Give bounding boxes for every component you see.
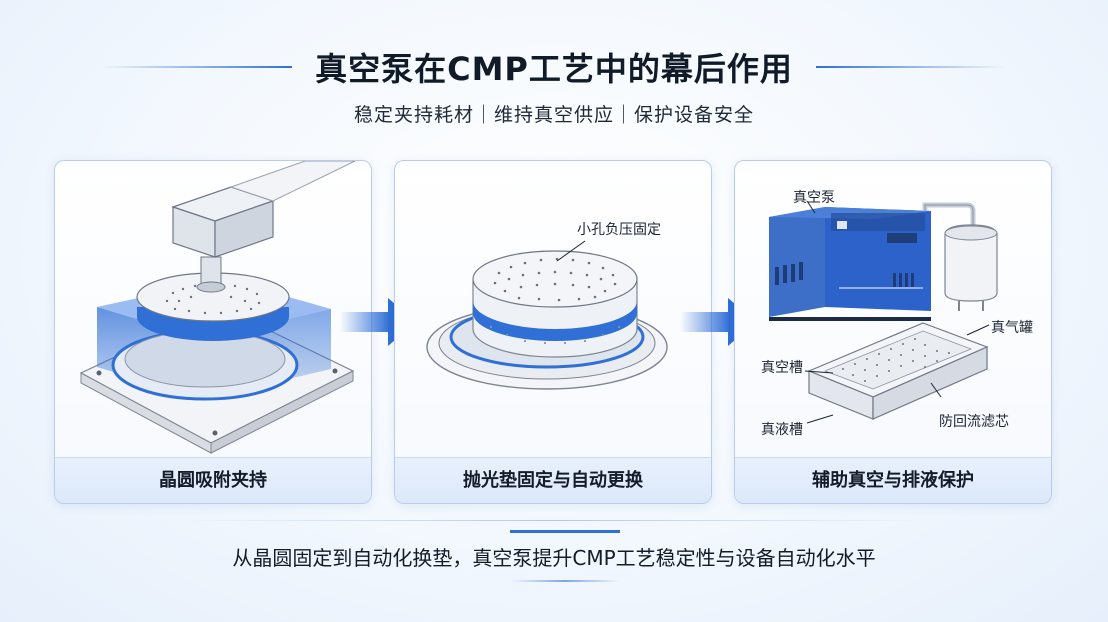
label-vacuum-tank: 真气罐 xyxy=(991,320,1033,336)
title-row: 真空泵在CMP工艺中的幕后作用 xyxy=(0,38,1108,94)
card-caption: 辅助真空与排液保护 xyxy=(735,457,1051,503)
page-title: 真空泵在CMP工艺中的幕后作用 xyxy=(315,50,793,88)
card-caption: 抛光垫固定与自动更换 xyxy=(395,457,711,503)
title-divider-right xyxy=(816,66,1006,68)
summary-underline xyxy=(510,580,620,582)
vacuum-system-illustration xyxy=(769,200,998,424)
card-wafer-clamping: 晶圆吸附夹持 xyxy=(54,160,372,504)
callout-small-hole-vacuum: 小孔负压固定 xyxy=(577,222,661,238)
wafer-chuck-illustration xyxy=(79,161,356,454)
card-pad-fixing: 小孔负压固定 抛光垫固定与自动更换 xyxy=(394,160,712,504)
summary-divider xyxy=(180,520,928,521)
card-aux-vacuum: 真空泵 真气罐 真空槽 防回流滤芯 真液槽 辅助真空与排液保护 xyxy=(734,160,1052,504)
page-subtitle: 稳定夹持耗材｜维持真空供应｜保护设备安全 xyxy=(353,104,754,126)
label-vacuum-pump: 真空泵 xyxy=(793,190,835,206)
card-caption: 晶圆吸附夹持 xyxy=(55,457,371,503)
summary-accent-bar xyxy=(510,530,620,533)
title-divider-left xyxy=(102,66,292,68)
label-liquid-trough: 真液槽 xyxy=(761,422,803,438)
summary-text: 从晶圆固定到自动化换垫，真空泵提升CMP工艺稳定性与设备自动化水平 xyxy=(232,546,876,570)
label-backflow-filter: 防回流滤芯 xyxy=(939,414,1009,430)
polishing-pad-illustration xyxy=(426,240,668,390)
label-vacuum-trough: 真空槽 xyxy=(761,360,803,376)
